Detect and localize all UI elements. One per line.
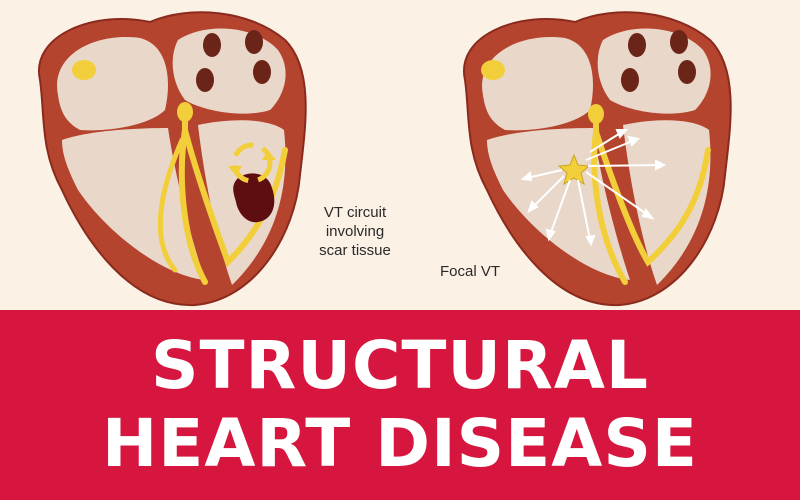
left-caption-line-3: scar tissue [319,242,391,259]
left-heart-vein-3 [196,68,214,92]
vt-circuit-loop [231,142,273,184]
banner-title-line-2: HEART DISEASE [102,405,698,482]
banner-title-line-1: STRUCTURAL [151,327,649,404]
left-heart-vein-4 [253,60,271,84]
left-caption-line-1: VT circuit [323,204,387,221]
right-heart-vein-4 [678,60,696,84]
left-heart-caption: VT circuit involving scar tissue [300,203,410,260]
right-heart-vein-2 [670,30,688,54]
heart-diagrams [37,11,732,307]
title-banner: STRUCTURAL HEART DISEASE [0,310,800,500]
scar-tissue [233,173,275,223]
left-heart-conduction-rv [157,137,185,273]
right-heart-av-node [588,104,604,124]
vt-circuit-arrow-1 [262,150,276,160]
left-heart-vein-2 [245,30,263,54]
vt-circuit-arrow-2 [228,166,242,176]
focal-radiating-arrows [520,129,667,247]
right-heart-sinus-node [481,60,505,80]
right-heart-caption: Focal VT [440,263,501,280]
right-heart-vein-3 [621,68,639,92]
right-heart-ventricle-left [623,120,711,285]
left-heart-vein-1 [203,33,221,57]
focal-star-icon [557,153,591,186]
left-heart [37,11,307,307]
left-heart-av-node [177,102,193,122]
right-heart [462,11,732,307]
right-heart-vein-1 [628,33,646,57]
right-heart-atrium-right [482,37,594,131]
left-caption-line-2: involving [325,223,385,240]
left-heart-sinus-node [72,60,96,80]
diagram-area: VT circuit involving scar tissue Focal V… [37,11,732,307]
